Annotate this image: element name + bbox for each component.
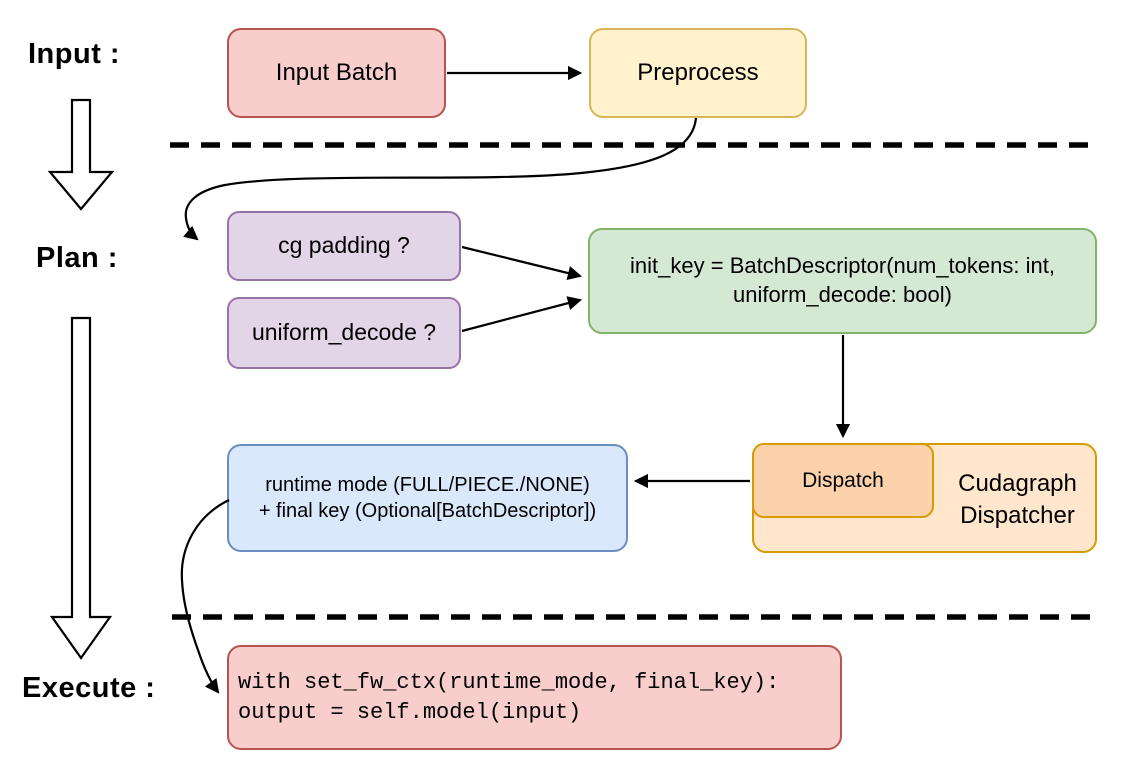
runtime-mode-line2: + final key (Optional[BatchDescriptor]) [258, 500, 597, 522]
input-to-plan-arrow-icon [47, 98, 115, 211]
arrow-cg-padding-to-init-key [461, 245, 583, 281]
plan-to-execute-arrow-icon [49, 316, 113, 660]
node-dispatch: Dispatch [752, 443, 934, 518]
node-preprocess: Preprocess [589, 28, 807, 118]
node-init-key: init_key = BatchDescriptor(num_tokens: i… [588, 228, 1097, 334]
runtime-mode-line1: runtime mode (FULL/PIECE./NONE) [265, 474, 590, 496]
arrow-runtime-mode-to-execute-code [180, 499, 230, 694]
node-cg-padding-label: cg padding ? [278, 232, 410, 259]
node-init-key-line1: init_key = BatchDescriptor(num_tokens: i… [630, 253, 1055, 279]
node-cudagraph-dispatcher-label: Cudagraph Dispatcher [936, 445, 1099, 555]
node-input-batch-label: Input Batch [275, 59, 398, 87]
node-execute-code: with set_fw_ctx(runtime_mode, final_key)… [227, 645, 842, 750]
node-cg-padding: cg padding ? [227, 211, 461, 281]
cudagraph-dispatcher-line1: Cudagraph [958, 469, 1077, 497]
node-input-batch: Input Batch [227, 28, 446, 118]
arrow-uniform-decode-to-init-key [461, 296, 583, 333]
node-init-key-line2: uniform_decode: bool) [733, 282, 952, 307]
section-label-plan: Plan : [36, 242, 118, 274]
execute-code-line2: output = self.model(input) [238, 699, 582, 725]
section-label-execute: Execute : [22, 672, 156, 704]
cudagraph-dispatcher-line2: Dispatcher [960, 502, 1075, 529]
node-runtime-mode-result: runtime mode (FULL/PIECE./NONE) + final … [227, 444, 628, 552]
section-label-input: Input : [28, 38, 121, 70]
node-uniform-decode-label: uniform_decode ? [251, 319, 437, 346]
node-dispatch-label: Dispatch [802, 468, 884, 492]
node-preprocess-label: Preprocess [637, 59, 759, 87]
node-uniform-decode: uniform_decode ? [227, 297, 461, 369]
execute-code-line1: with set_fw_ctx(runtime_mode, final_key)… [238, 669, 780, 695]
